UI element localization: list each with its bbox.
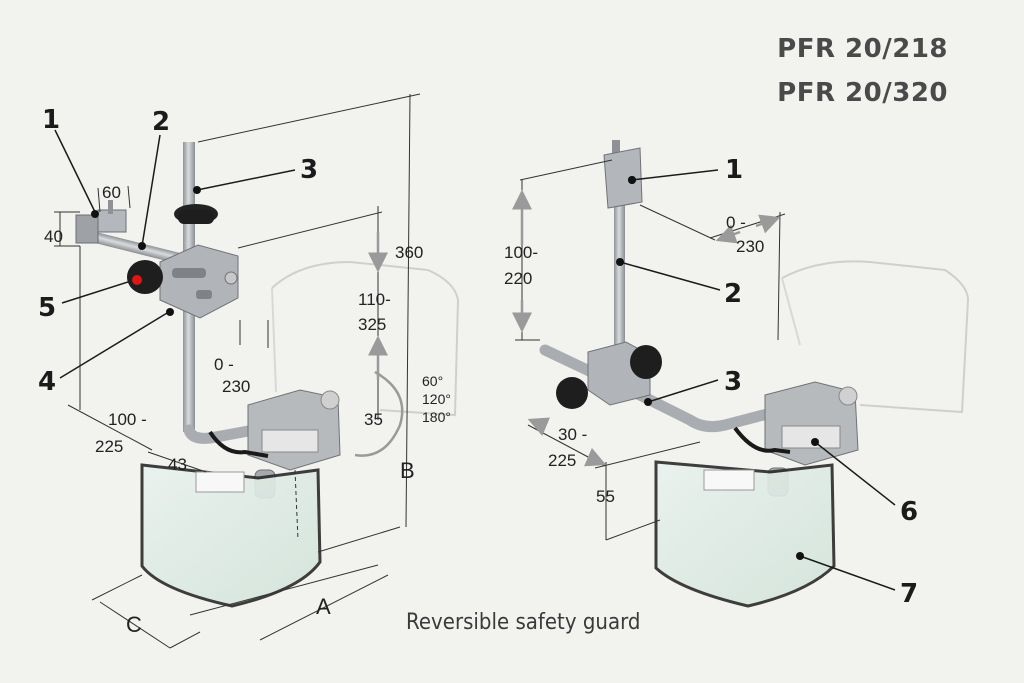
dim-B: B [400, 458, 415, 483]
left-clamp-1 [75, 200, 127, 244]
left-callout-dots [91, 186, 201, 316]
dim-0-230-top: 0 - [214, 355, 234, 374]
right-vertical-rod [614, 195, 625, 370]
dim-100-225-top: 100 - [108, 410, 147, 429]
right-shield [654, 460, 836, 608]
right-dimension-arrows [512, 189, 781, 467]
left-red-knob [127, 260, 163, 294]
left-assembly [75, 142, 460, 608]
dim-110-325-bottom: 325 [358, 315, 386, 334]
left-ghost-guard [271, 260, 460, 417]
dim-110-325-top: 110- [358, 290, 391, 309]
dim-r-0-230-bottom: 230 [736, 237, 764, 256]
angle-180: 180° [422, 409, 451, 425]
left-cross-clamp [159, 244, 239, 319]
right-callout-1: 1 [725, 155, 743, 185]
right-callout-2: 2 [724, 279, 742, 309]
left-callout-3: 3 [300, 155, 318, 185]
dim-43: 43 [168, 455, 187, 474]
model-name-2: PFR 20/320 [777, 78, 948, 108]
dim-55: 55 [596, 487, 615, 506]
dim-A: A [316, 594, 331, 619]
right-callout-dots [616, 176, 819, 560]
dim-30-225-bottom: 225 [548, 451, 576, 470]
right-knob-lower [556, 377, 588, 409]
left-shield [140, 463, 322, 608]
right-bent-rod [539, 344, 781, 433]
right-callout-7: 7 [900, 579, 918, 609]
red-dot-icon [132, 275, 142, 285]
left-cable [208, 430, 269, 458]
figure-caption: Reversible safety guard [406, 610, 641, 635]
right-ghost-guard [781, 260, 970, 414]
dim-0-230-bottom: 230 [222, 377, 250, 396]
left-elbow-rod [183, 422, 271, 444]
dim-100-225-bottom: 225 [95, 437, 123, 456]
left-dimension-lines [54, 93, 421, 649]
right-callout-6: 6 [900, 497, 918, 527]
dim-100-220-bottom: 220 [504, 269, 532, 288]
dim-C: C [126, 612, 142, 637]
right-callout-3: 3 [724, 367, 742, 397]
dim-100-220-top: 100- [504, 243, 538, 262]
dim-30-225-top: 30 - [558, 425, 587, 444]
angle-60: 60° [422, 373, 443, 389]
right-assembly [539, 140, 970, 608]
dim-r-0-230-top: 0 - [726, 213, 746, 232]
dim-360: 360 [395, 243, 423, 262]
left-callout-4: 4 [38, 367, 56, 397]
left-horizontal-rod [85, 230, 186, 265]
right-callout-leaders [619, 169, 896, 591]
right-knob-upper [630, 345, 662, 379]
angle-120: 120° [422, 391, 451, 407]
left-callout-leaders [54, 129, 296, 379]
left-callout-2: 2 [152, 107, 170, 137]
left-callout-5: 5 [38, 293, 56, 323]
rotation-arrow [354, 370, 404, 457]
dim-60: 60 [102, 183, 121, 202]
left-shield-label [195, 471, 245, 493]
left-callout-1: 1 [42, 105, 60, 135]
right-cable [733, 426, 791, 454]
right-shield-label [703, 469, 755, 491]
right-top-clamp [603, 140, 643, 209]
dim-35: 35 [364, 410, 383, 429]
model-name-1: PFR 20/218 [777, 34, 948, 64]
left-top-knob [174, 204, 218, 224]
dim-40: 40 [44, 227, 63, 246]
